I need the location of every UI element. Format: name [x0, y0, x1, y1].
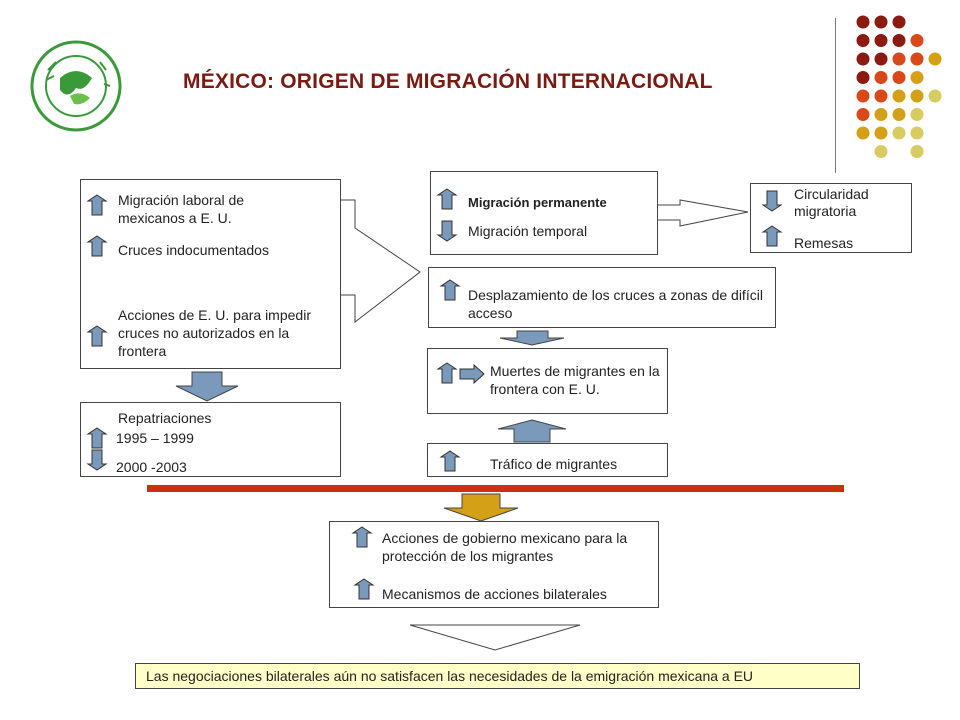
- decor-dot: [874, 145, 888, 158]
- decor-dot: [874, 34, 888, 47]
- down-arrow-muertes: [499, 330, 565, 346]
- decor-dot: [892, 108, 906, 121]
- box-trafico: [427, 443, 668, 477]
- arrow-up-icon: [86, 194, 108, 216]
- decor-dot: [910, 34, 924, 47]
- down-arrow-repatriaciones: [175, 371, 239, 402]
- down-arrow-conclusion: [409, 624, 581, 651]
- label-mecanismos-bilaterales: Mecanismos de acciones bilaterales: [382, 586, 607, 602]
- label-acciones-eu: Acciones de E. U. para impedir cruces no…: [118, 307, 311, 359]
- decor-dot: [856, 108, 870, 121]
- label-conclusion: Las negociaciones bilaterales aún no sat…: [146, 668, 754, 684]
- label-muertes: Muertes de migrantes en la frontera con …: [490, 363, 660, 397]
- decor-dot: [892, 52, 906, 66]
- arrow-up-icon: [436, 362, 458, 384]
- arrow-up-icon: [86, 235, 108, 257]
- decor-dot: [892, 15, 906, 29]
- arrow-right-icon: [459, 363, 485, 385]
- conclusion-banner: [135, 663, 860, 689]
- decor-dot: [928, 89, 942, 103]
- decor-dot: [910, 52, 924, 66]
- big-right-arrow: [340, 199, 421, 324]
- arrow-up-icon: [761, 225, 783, 247]
- decor-dot: [856, 52, 870, 66]
- decor-dot: [856, 126, 870, 140]
- decor-dot: [892, 71, 906, 84]
- label-acciones-gobierno: Acciones de gobierno mexicano para la pr…: [382, 530, 628, 564]
- box-muertes: [427, 348, 668, 414]
- decor-dot: [874, 108, 888, 121]
- arrow-down-icon: [86, 449, 108, 471]
- vertical-divider: [835, 18, 836, 173]
- decor-dot: [856, 34, 870, 47]
- decor-dot: [892, 34, 906, 47]
- decor-dot: [910, 108, 924, 121]
- decor-dot: [874, 126, 888, 140]
- down-arrow-gobierno: [443, 493, 519, 522]
- decor-dot: [874, 15, 888, 29]
- right-arrow-circularidad: [658, 199, 749, 227]
- label-remesas: Remesas: [794, 235, 854, 251]
- arrow-up-icon: [86, 325, 108, 347]
- arrow-up-icon: [439, 450, 461, 472]
- decor-dot: [856, 89, 870, 103]
- box-repatriaciones: [80, 402, 341, 477]
- decor-dot: [892, 126, 906, 140]
- label-cruces-indocumentados: Cruces indocumentados: [118, 242, 269, 258]
- label-1995-1999: 1995 – 1999: [116, 430, 194, 446]
- up-arrow-trafico: [497, 419, 567, 443]
- label-repatriaciones: Repatriaciones: [118, 410, 212, 426]
- decor-dot: [910, 89, 924, 103]
- decor-dot: [928, 52, 942, 66]
- page-title: MÉXICO: ORIGEN DE MIGRACIÓN INTERNACIONA…: [183, 70, 713, 93]
- label-migracion-laboral: Migración laboral de mexicanos a E. U.: [118, 192, 245, 226]
- arrow-up-icon: [353, 578, 375, 600]
- logo-emblem-icon: [30, 40, 122, 132]
- red-divider-bar: [147, 485, 844, 492]
- box-desplazamiento: [428, 267, 776, 328]
- decor-dot: [910, 71, 924, 84]
- arrow-up-icon: [439, 279, 461, 301]
- arrow-up-icon: [351, 526, 373, 548]
- label-trafico: Tráfico de migrantes: [490, 456, 618, 472]
- decor-dot: [910, 145, 924, 158]
- decor-dot: [874, 52, 888, 66]
- box-gobierno: [329, 521, 659, 608]
- box-acciones-eu: [80, 179, 341, 369]
- label-2000-2003: 2000 -2003: [116, 459, 187, 475]
- decor-dot: [910, 126, 924, 140]
- arrow-down-icon: [436, 220, 458, 242]
- logo: [30, 40, 122, 132]
- decor-dot: [856, 71, 870, 84]
- arrow-down-icon: [761, 190, 783, 212]
- arrow-up-icon: [436, 188, 458, 210]
- decor-dot: [874, 71, 888, 84]
- decor-dot: [874, 89, 888, 103]
- decor-dot: [856, 15, 870, 29]
- decor-dot: [892, 89, 906, 103]
- arrow-up-icon: [86, 427, 108, 449]
- box-migracion: [430, 171, 658, 255]
- label-desplazamiento: Desplazamiento de los cruces a zonas de …: [468, 287, 763, 321]
- decorative-dot-grid: [856, 15, 942, 158]
- label-circularidad: Circularidad migratoria: [794, 186, 869, 219]
- label-migracion-temporal: Migración temporal: [468, 223, 588, 239]
- label-migracion-permanente: Migración permanente: [468, 195, 607, 210]
